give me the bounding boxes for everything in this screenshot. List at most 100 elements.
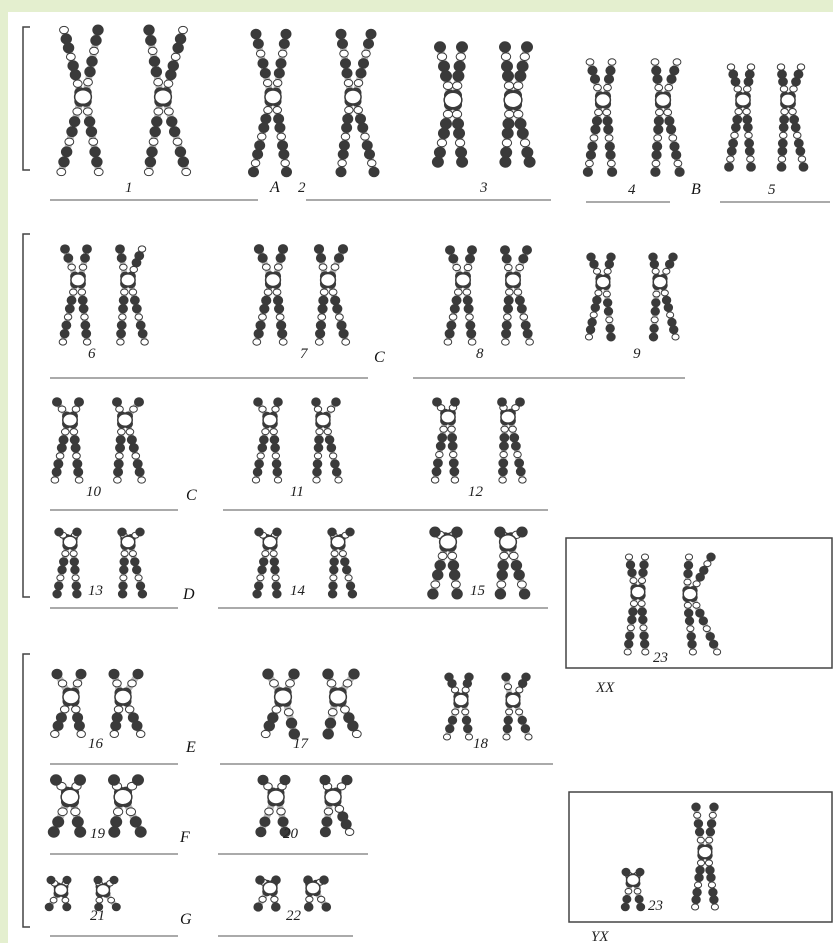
chromosome-17-a (261, 669, 299, 739)
chromosome-1-b-centromere (155, 90, 172, 105)
group-a: A (269, 179, 280, 196)
chromosome-22-a (254, 876, 280, 911)
chromosome-21-a (45, 876, 71, 911)
chromosome-9-a-centromere (596, 276, 610, 288)
label-23-yx: 23 (648, 898, 663, 914)
chromosome-6-a (59, 245, 91, 345)
label-18: 18 (473, 736, 489, 752)
chromosome-x-a-centromere (631, 586, 645, 598)
chromosome-11-a-centromere (263, 414, 277, 426)
chromosome-15-a-centromere (440, 535, 457, 550)
chromosome-20-b (320, 775, 354, 837)
group-d: D (182, 586, 195, 603)
chromosome-11-b (312, 398, 342, 483)
chromosome-13-b (118, 528, 147, 598)
label-10: 10 (86, 484, 102, 500)
chromosome-22-a-centromere (263, 882, 277, 894)
chromosome-7-b-centromere (321, 274, 336, 287)
label-23-xx: 23 (653, 650, 668, 666)
chromosome-13-a-centromere (63, 536, 77, 548)
chromosome-8-b (501, 246, 534, 345)
chromosome-10-b (113, 398, 146, 483)
chromosome-18-a-centromere (454, 694, 468, 706)
chromosome-2-a-centromere (265, 90, 281, 104)
chromosome-8-a-centromere (456, 274, 470, 287)
chromosome-5-b (777, 64, 808, 171)
chromosome-1-a (57, 25, 103, 176)
chromosome-18-b-centromere (506, 694, 520, 706)
chromosome-x-c-centromere (698, 846, 712, 858)
chromosome-20-a-centromere (268, 790, 284, 804)
chromosome-4-a (583, 59, 616, 177)
chromosome-16-a-centromere (63, 690, 79, 704)
group-g: G (180, 911, 192, 928)
chromosome-7-a (253, 245, 288, 346)
chromosome-x-b-centromere (683, 588, 697, 600)
chromosome-5-a (725, 64, 756, 171)
label-9: 9 (633, 346, 641, 362)
chromosome-6-b (116, 245, 149, 345)
chromosome-18-b (502, 673, 532, 740)
chromosome-16-b-centromere (115, 690, 131, 704)
label-12: 12 (468, 484, 484, 500)
chromosome-3-b (500, 42, 536, 167)
label-yx: YX (591, 929, 609, 943)
chromosome-22-b-centromere (306, 882, 320, 894)
chromosome-3-a (432, 42, 467, 167)
chromosome-8-b-centromere (506, 274, 520, 287)
karyotype-svg: 1 2 3 4 5 6 7 8 9 10 11 12 13 14 15 16 1… (8, 12, 833, 943)
chromosome-21-b-centromere (97, 884, 110, 895)
label-1: 1 (125, 180, 133, 196)
label-14: 14 (290, 583, 306, 599)
label-21: 21 (90, 908, 105, 924)
label-7: 7 (300, 346, 309, 362)
label-11: 11 (290, 484, 304, 500)
label-20: 20 (283, 826, 299, 842)
chromosome-17-b (323, 669, 361, 739)
label-15: 15 (470, 583, 486, 599)
chromosome-4-b-centromere (656, 94, 671, 107)
chromosome-10-b-centromere (118, 414, 132, 427)
chromosome-13-b-centromere (121, 536, 135, 548)
chromosome-3-a-centromere (444, 92, 462, 107)
chromosome-4-b (651, 59, 684, 177)
chromosome-14-b-centromere (331, 536, 345, 548)
group-b: B (691, 181, 701, 198)
chromosome-14-a (253, 528, 281, 598)
label-17: 17 (293, 736, 310, 752)
chromosome-12-b-centromere (501, 411, 515, 423)
chromosome-17-b-centromere (330, 690, 347, 705)
chromosome-15-a (428, 527, 463, 599)
chromosome-17-a-centromere (275, 690, 292, 705)
label-16: 16 (88, 736, 104, 752)
chromosome-9-a (585, 253, 615, 341)
chromosome-20-b-centromere (325, 790, 341, 804)
label-6: 6 (88, 346, 96, 362)
label-19: 19 (90, 826, 106, 842)
chromosome-19-b-centromere (114, 789, 132, 804)
bracket-c-d (23, 234, 30, 597)
chromosome-15-b-centromere (500, 535, 517, 550)
chromosome-15-b (495, 527, 530, 599)
bracket-a-b (23, 27, 30, 170)
chromosome-2-b (336, 29, 379, 177)
karyotype-diagram: 1 2 3 4 5 6 7 8 9 10 11 12 13 14 15 16 1… (8, 12, 833, 943)
bracket-e-g (23, 654, 30, 927)
chromosome-2-a (249, 29, 292, 177)
chromosome-10-a-centromere (63, 414, 77, 427)
group-c1: C (374, 349, 385, 366)
chromosome-18-a (443, 673, 473, 740)
chromosome-22-b (304, 876, 331, 911)
chromosome-16-a (51, 669, 86, 737)
chromosome-10-a (51, 398, 83, 483)
chromosome-1-b (144, 25, 191, 176)
group-e: E (185, 739, 196, 756)
group-c2: C (186, 487, 197, 504)
chromosome-12-b (498, 398, 527, 483)
label-xx: XX (595, 680, 615, 696)
chromosome-y-centromere (627, 874, 640, 885)
chromosome-y (621, 868, 644, 911)
chromosome-3-b-centromere (504, 92, 522, 107)
label-8: 8 (476, 346, 484, 362)
chromosome-21-a-centromere (55, 884, 68, 895)
